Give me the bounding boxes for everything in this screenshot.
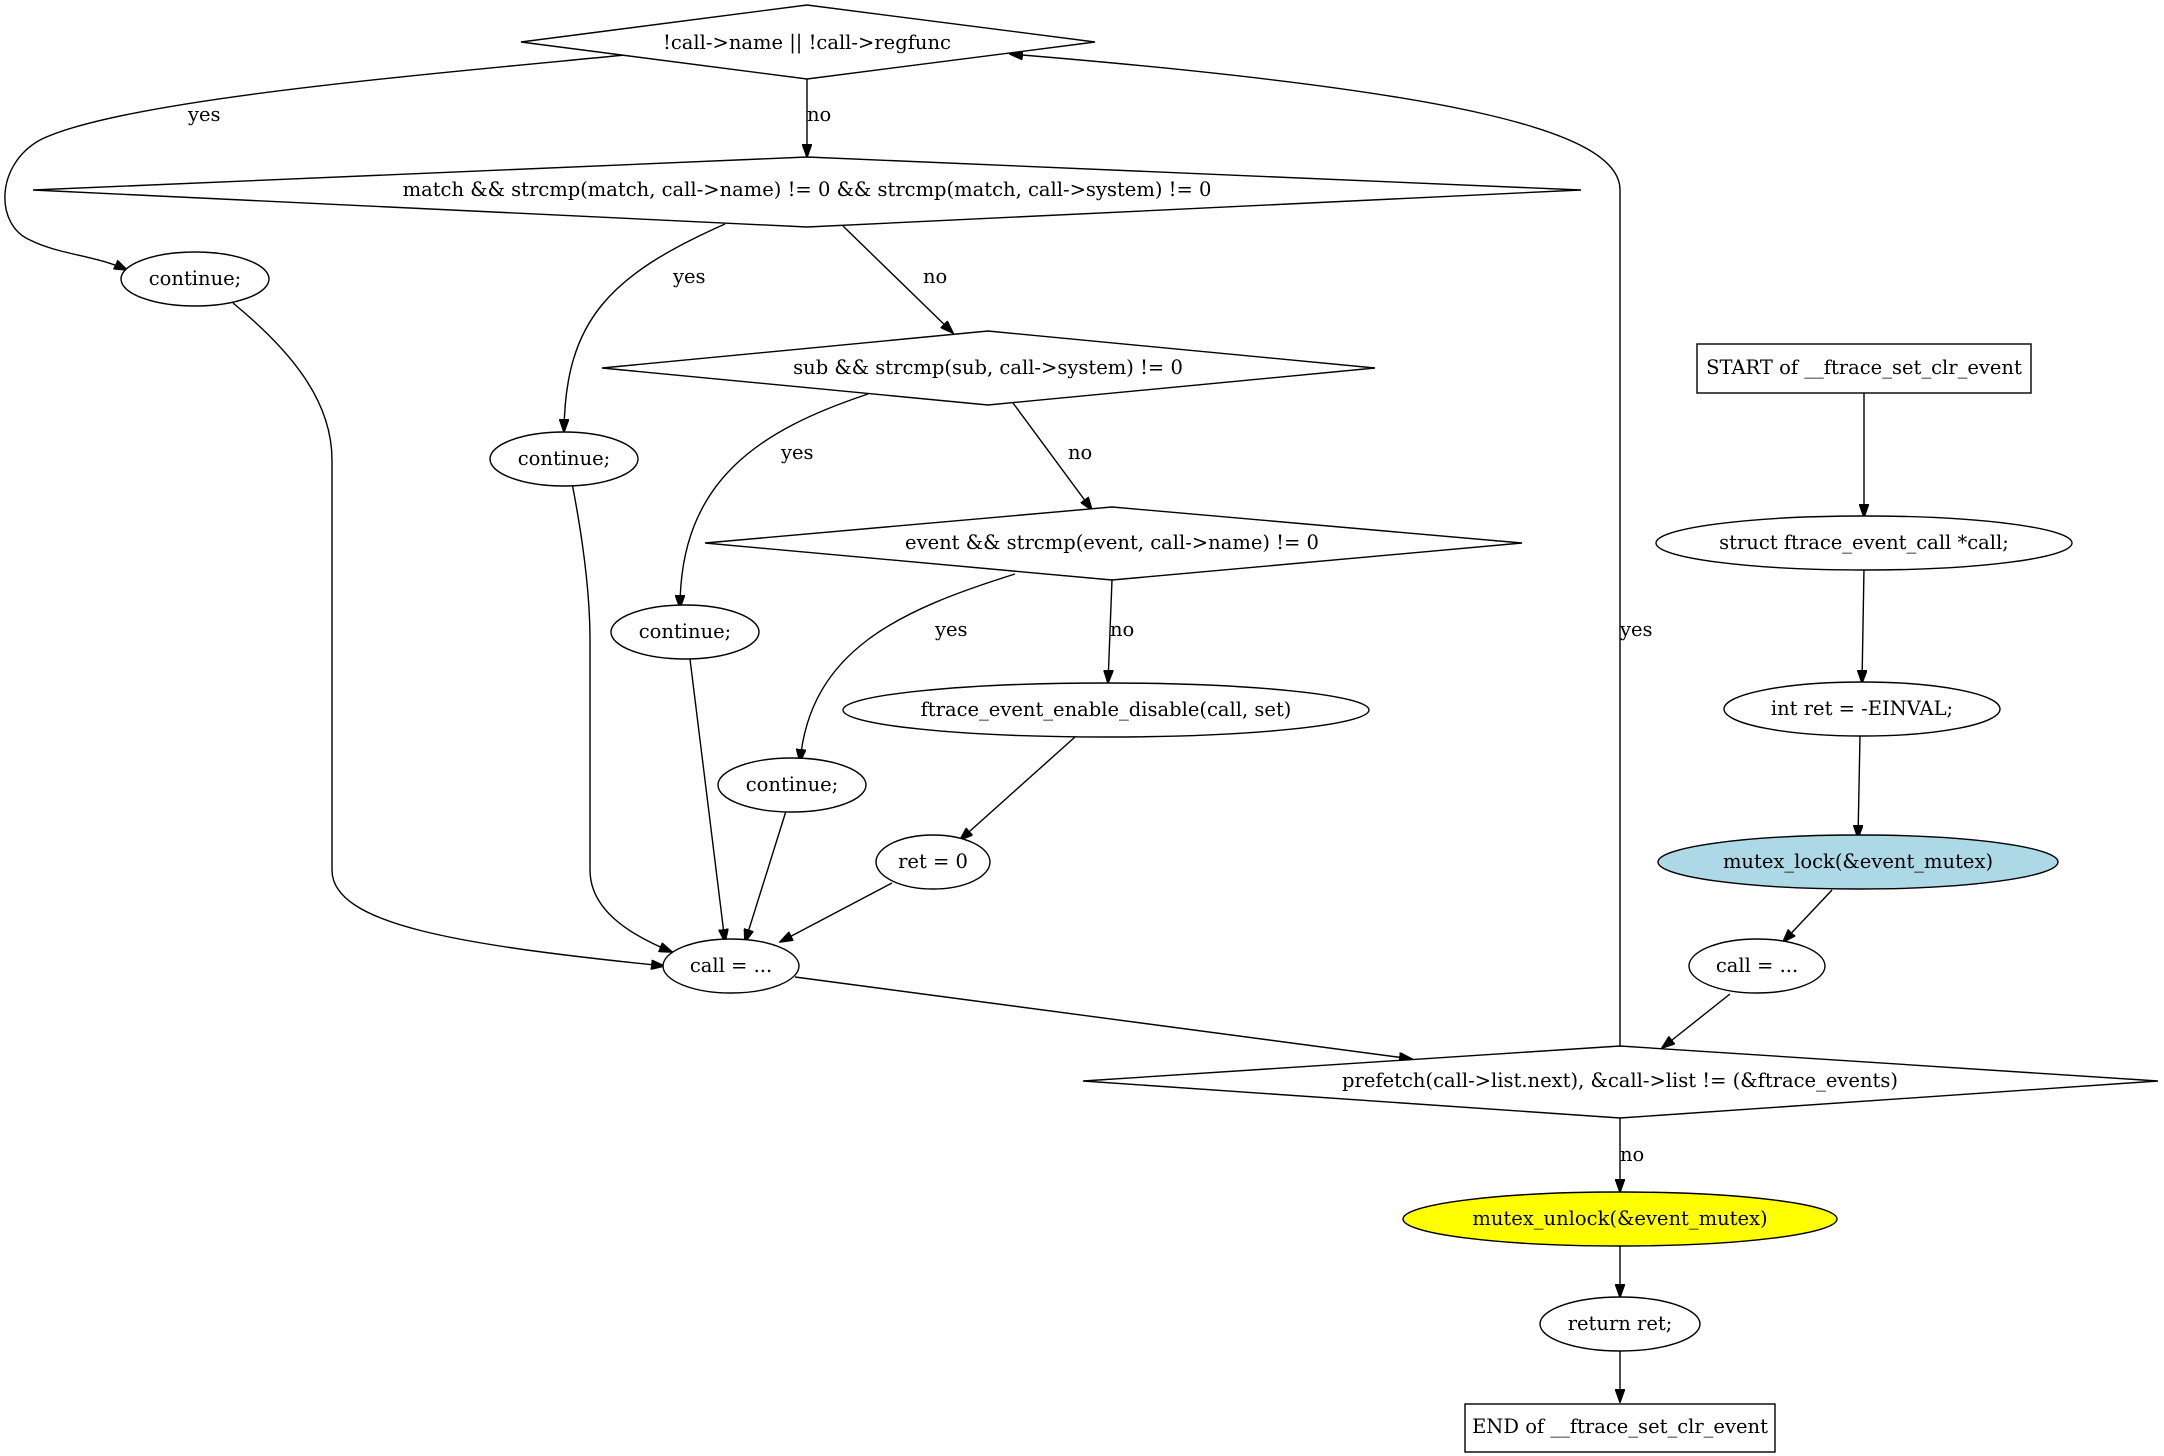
end-node-label: END of __ftrace_set_clr_event	[1472, 1415, 1768, 1438]
edge-label-name-no: no	[807, 103, 831, 126]
edge-continue1-to-callnext	[232, 302, 664, 966]
decision-loop-cond: prefetch(call->list.next), &call->list !…	[1082, 1045, 2159, 1119]
statement-ret-zero-label: ret = 0	[898, 850, 968, 873]
statement-return-ret-label: return ret;	[1568, 1312, 1673, 1335]
edge-label-sub-no: no	[1068, 441, 1092, 464]
statement-init-ret: int ret = -EINVAL;	[1723, 681, 2001, 737]
statement-continue-2-label: continue;	[518, 447, 611, 470]
statement-continue-4: continue;	[717, 757, 867, 813]
edge-lock-to-callinit	[1783, 889, 1833, 942]
decision-check-match-label: match && strcmp(match, call->name) != 0 …	[403, 178, 1212, 201]
statement-continue-1: continue;	[120, 251, 270, 307]
decision-loop-cond-label: prefetch(call->list.next), &call->list !…	[1342, 1069, 1898, 1092]
decision-check-event: event && strcmp(event, call->name) != 0	[704, 506, 1523, 581]
edge-event-no	[1108, 579, 1112, 683]
statement-decl-call-label: struct ftrace_event_call *call;	[1719, 531, 2009, 554]
edge-label-loop-yes: yes	[1619, 618, 1653, 641]
statement-enable-disable: ftrace_event_enable_disable(call, set)	[842, 682, 1370, 738]
edge-name-yes	[4, 54, 626, 270]
edge-callnext-to-loop	[794, 976, 1412, 1059]
edge-callinit-to-loop	[1662, 993, 1731, 1048]
edge-ret-to-callnext	[780, 882, 893, 942]
statement-continue-2: continue;	[489, 431, 639, 487]
decision-check-sub-label: sub && strcmp(sub, call->system) != 0	[793, 356, 1183, 379]
statement-continue-3: continue;	[610, 604, 760, 660]
edge-continue2-to-callnext	[571, 482, 672, 952]
edge-sub-no	[1012, 402, 1092, 510]
start-node: START of __ftrace_set_clr_event	[1696, 343, 2032, 394]
edge-event-yes	[800, 573, 1016, 762]
edge-label-match-yes: yes	[672, 265, 706, 288]
edge-label-event-yes: yes	[934, 618, 968, 641]
statement-enable-disable-label: ftrace_event_enable_disable(call, set)	[921, 698, 1292, 721]
statement-return-ret: return ret;	[1539, 1296, 1701, 1352]
statement-call-next: call = ...	[662, 938, 800, 994]
decision-check-name: !call->name || !call->regfunc	[520, 4, 1096, 80]
decision-check-event-label: event && strcmp(event, call->name) != 0	[905, 531, 1319, 554]
decision-check-name-label: !call->name || !call->regfunc	[663, 31, 951, 55]
statement-mutex-lock: mutex_lock(&event_mutex)	[1657, 834, 2059, 890]
statement-mutex-lock-label: mutex_lock(&event_mutex)	[1723, 850, 1993, 873]
statement-ret-zero: ret = 0	[875, 834, 991, 890]
statement-decl-call: struct ftrace_event_call *call;	[1655, 515, 2073, 571]
nodes: !call->name || !call->regfunc match && s…	[32, 4, 2159, 1453]
edge-labels: yes no yes no yes no yes no yes no	[187, 103, 1653, 1166]
edge-label-match-no: no	[923, 265, 947, 288]
edge-match-no	[842, 225, 953, 333]
edge-decl-to-ret	[1862, 567, 1864, 683]
statement-call-init: call = ...	[1688, 938, 1826, 994]
start-node-label: START of __ftrace_set_clr_event	[1706, 356, 2022, 379]
edge-continue3-to-callnext	[689, 658, 725, 942]
edge-label-name-yes: yes	[187, 103, 221, 126]
edge-sub-yes	[680, 393, 869, 608]
decision-check-sub: sub && strcmp(sub, call->system) != 0	[601, 330, 1376, 406]
edge-match-yes	[564, 223, 726, 432]
statement-continue-3-label: continue;	[639, 620, 732, 643]
decision-check-match: match && strcmp(match, call->name) != 0 …	[32, 156, 1582, 228]
statement-init-ret-label: int ret = -EINVAL;	[1771, 697, 1953, 720]
edge-continue4-to-callnext	[745, 810, 787, 942]
statement-mutex-unlock-label: mutex_unlock(&event_mutex)	[1472, 1207, 1767, 1230]
edge-label-sub-yes: yes	[780, 441, 814, 464]
statement-continue-4-label: continue;	[746, 773, 839, 796]
edge-loop-yes	[1010, 54, 1621, 1047]
statement-mutex-unlock: mutex_unlock(&event_mutex)	[1402, 1191, 1838, 1247]
edge-label-loop-no: no	[1620, 1143, 1644, 1166]
statement-continue-1-label: continue;	[149, 267, 242, 290]
edge-ret-to-lock	[1858, 735, 1860, 838]
statement-call-next-label: call = ...	[690, 954, 772, 977]
edges	[4, 54, 1864, 1402]
end-node: END of __ftrace_set_clr_event	[1464, 1403, 1776, 1453]
edge-label-event-no: no	[1110, 618, 1134, 641]
statement-call-init-label: call = ...	[1716, 954, 1798, 977]
edge-enable-to-ret	[960, 736, 1076, 840]
